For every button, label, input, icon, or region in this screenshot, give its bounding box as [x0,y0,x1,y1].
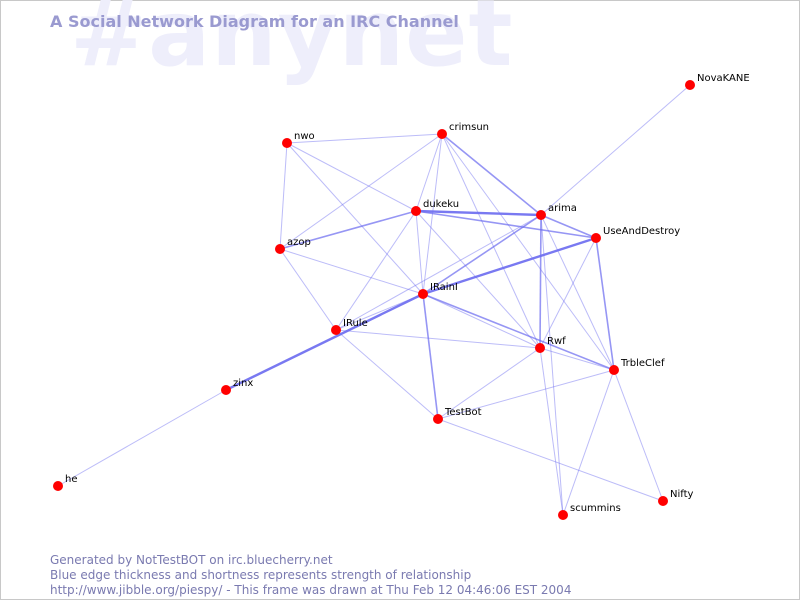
edge-layer [57,84,691,516]
edge-arima-TrbleClef [540,214,615,371]
node-TestBot[interactable]: TestBot [433,407,482,424]
edge-UseAndDestroy-IRainI [422,236,597,296]
edge-dukeku-azop [279,210,417,250]
node-crimsun[interactable]: crimsun [437,122,489,139]
node-marker[interactable] [411,206,421,216]
edge-crimsun-dukeku [415,133,443,212]
node-marker[interactable] [591,233,601,243]
edge-arima-Rwf [539,214,542,349]
edge-Rwf-TrbleClef [539,347,615,371]
node-dukeku[interactable]: dukeku [411,199,459,216]
node-label: Nifty [670,489,694,500]
edge-azop-IRule [279,248,337,331]
node-Nifty[interactable]: Nifty [658,489,694,506]
footer-legend-note: Blue edge thickness and shortness repres… [50,568,472,582]
node-label: IRainI [430,282,458,293]
node-marker[interactable] [535,343,545,353]
edge-crimsun-TrbleClef [441,133,615,371]
edge-zinx-he [57,389,227,487]
edge-TrbleClef-Nifty [613,369,664,502]
node-label: Rwf [547,336,566,347]
edge-dukeku-Rwf [415,210,541,349]
footer-generated-by: Generated by NotTestBOT on irc.bluecherr… [50,553,333,567]
node-label: crimsun [449,122,489,133]
node-marker[interactable] [221,385,231,395]
node-scummins[interactable]: scummins [558,503,621,520]
edge-IRainI-TestBot [422,293,439,420]
node-marker[interactable] [558,510,568,520]
node-label: arima [548,203,577,214]
node-label: NovaKANE [697,73,750,84]
node-label: IRule [343,318,368,329]
edge-arima-IRainI [422,214,542,295]
node-label: TestBot [444,407,482,418]
node-label: azop [287,237,311,248]
edge-TrbleClef-scummins [562,369,615,516]
edge-nwo-crimsun [286,133,443,144]
edge-arima-IRule [335,214,542,331]
edge-TestBot-Nifty [437,418,664,502]
node-arima[interactable]: arima [536,203,577,220]
edge-IRainI-Rwf [422,293,541,349]
edge-IRule-TestBot [335,329,439,420]
edge-nwo-IRainI [286,142,424,295]
footer: Generated by NotTestBOT on irc.bluecherr… [50,553,571,598]
node-marker[interactable] [658,496,668,506]
node-label: dukeku [423,199,459,210]
edge-UseAndDestroy-TrbleClef [595,237,615,371]
node-label: TrbleClef [620,358,665,369]
edge-dukeku-arima [415,209,542,217]
node-marker[interactable] [418,289,428,299]
node-label: UseAndDestroy [603,226,680,237]
node-label: nwo [294,131,315,142]
edge-UseAndDestroy-Rwf [539,237,597,349]
edge-Rwf-scummins [539,347,564,516]
edge-arima-UseAndDestroy [540,214,597,239]
node-IRainI[interactable]: IRainI [418,282,458,299]
edge-TrbleClef-TestBot [437,369,615,420]
edge-crimsun-arima [441,133,542,216]
channel-watermark: #anynet [70,0,514,87]
edge-crimsun-azop [279,133,443,250]
node-he[interactable]: he [53,474,78,491]
node-IRule[interactable]: IRule [331,318,368,335]
edge-dukeku-IRainI [415,210,424,295]
node-marker[interactable] [536,210,546,220]
node-marker[interactable] [331,325,341,335]
node-marker[interactable] [685,80,695,90]
node-azop[interactable]: azop [275,237,311,254]
node-label: zinx [233,378,253,389]
node-marker[interactable] [437,129,447,139]
node-label: he [65,474,78,485]
edge-NovaKANE-arima [540,84,691,216]
node-Rwf[interactable]: Rwf [535,336,566,353]
edge-azop-IRainI [279,248,424,295]
diagram-title: A Social Network Diagram for an IRC Chan… [50,12,459,31]
node-marker[interactable] [609,365,619,375]
edge-Rwf-TestBot [437,347,541,420]
node-UseAndDestroy[interactable]: UseAndDestroy [591,226,680,243]
edge-dukeku-UseAndDestroy [415,210,597,239]
edge-nwo-dukeku [286,142,417,212]
edge-IRainI-zinx [225,292,424,392]
node-marker[interactable] [282,138,292,148]
node-marker[interactable] [53,481,63,491]
node-nwo[interactable]: nwo [282,131,315,148]
footer-source-timestamp: http://www.jibble.org/piespy/ - This fra… [50,583,572,597]
node-TrbleClef[interactable]: TrbleClef [609,358,665,375]
node-zinx[interactable]: zinx [221,378,253,395]
edge-IRule-Rwf [335,329,541,349]
node-NovaKANE[interactable]: NovaKANE [685,73,750,90]
node-label: scummins [570,503,621,514]
edge-dukeku-IRule [335,210,417,331]
node-layer: NovaKANE nwo crimsun dukeku arimaUseAndDestr… [53,73,750,520]
node-marker[interactable] [275,244,285,254]
edge-IRainI-TrbleClef [422,293,615,371]
edge-nwo-azop [279,142,288,250]
node-marker[interactable] [433,414,443,424]
edge-crimsun-Rwf [441,133,541,349]
edge-arima-scummins [540,214,564,516]
